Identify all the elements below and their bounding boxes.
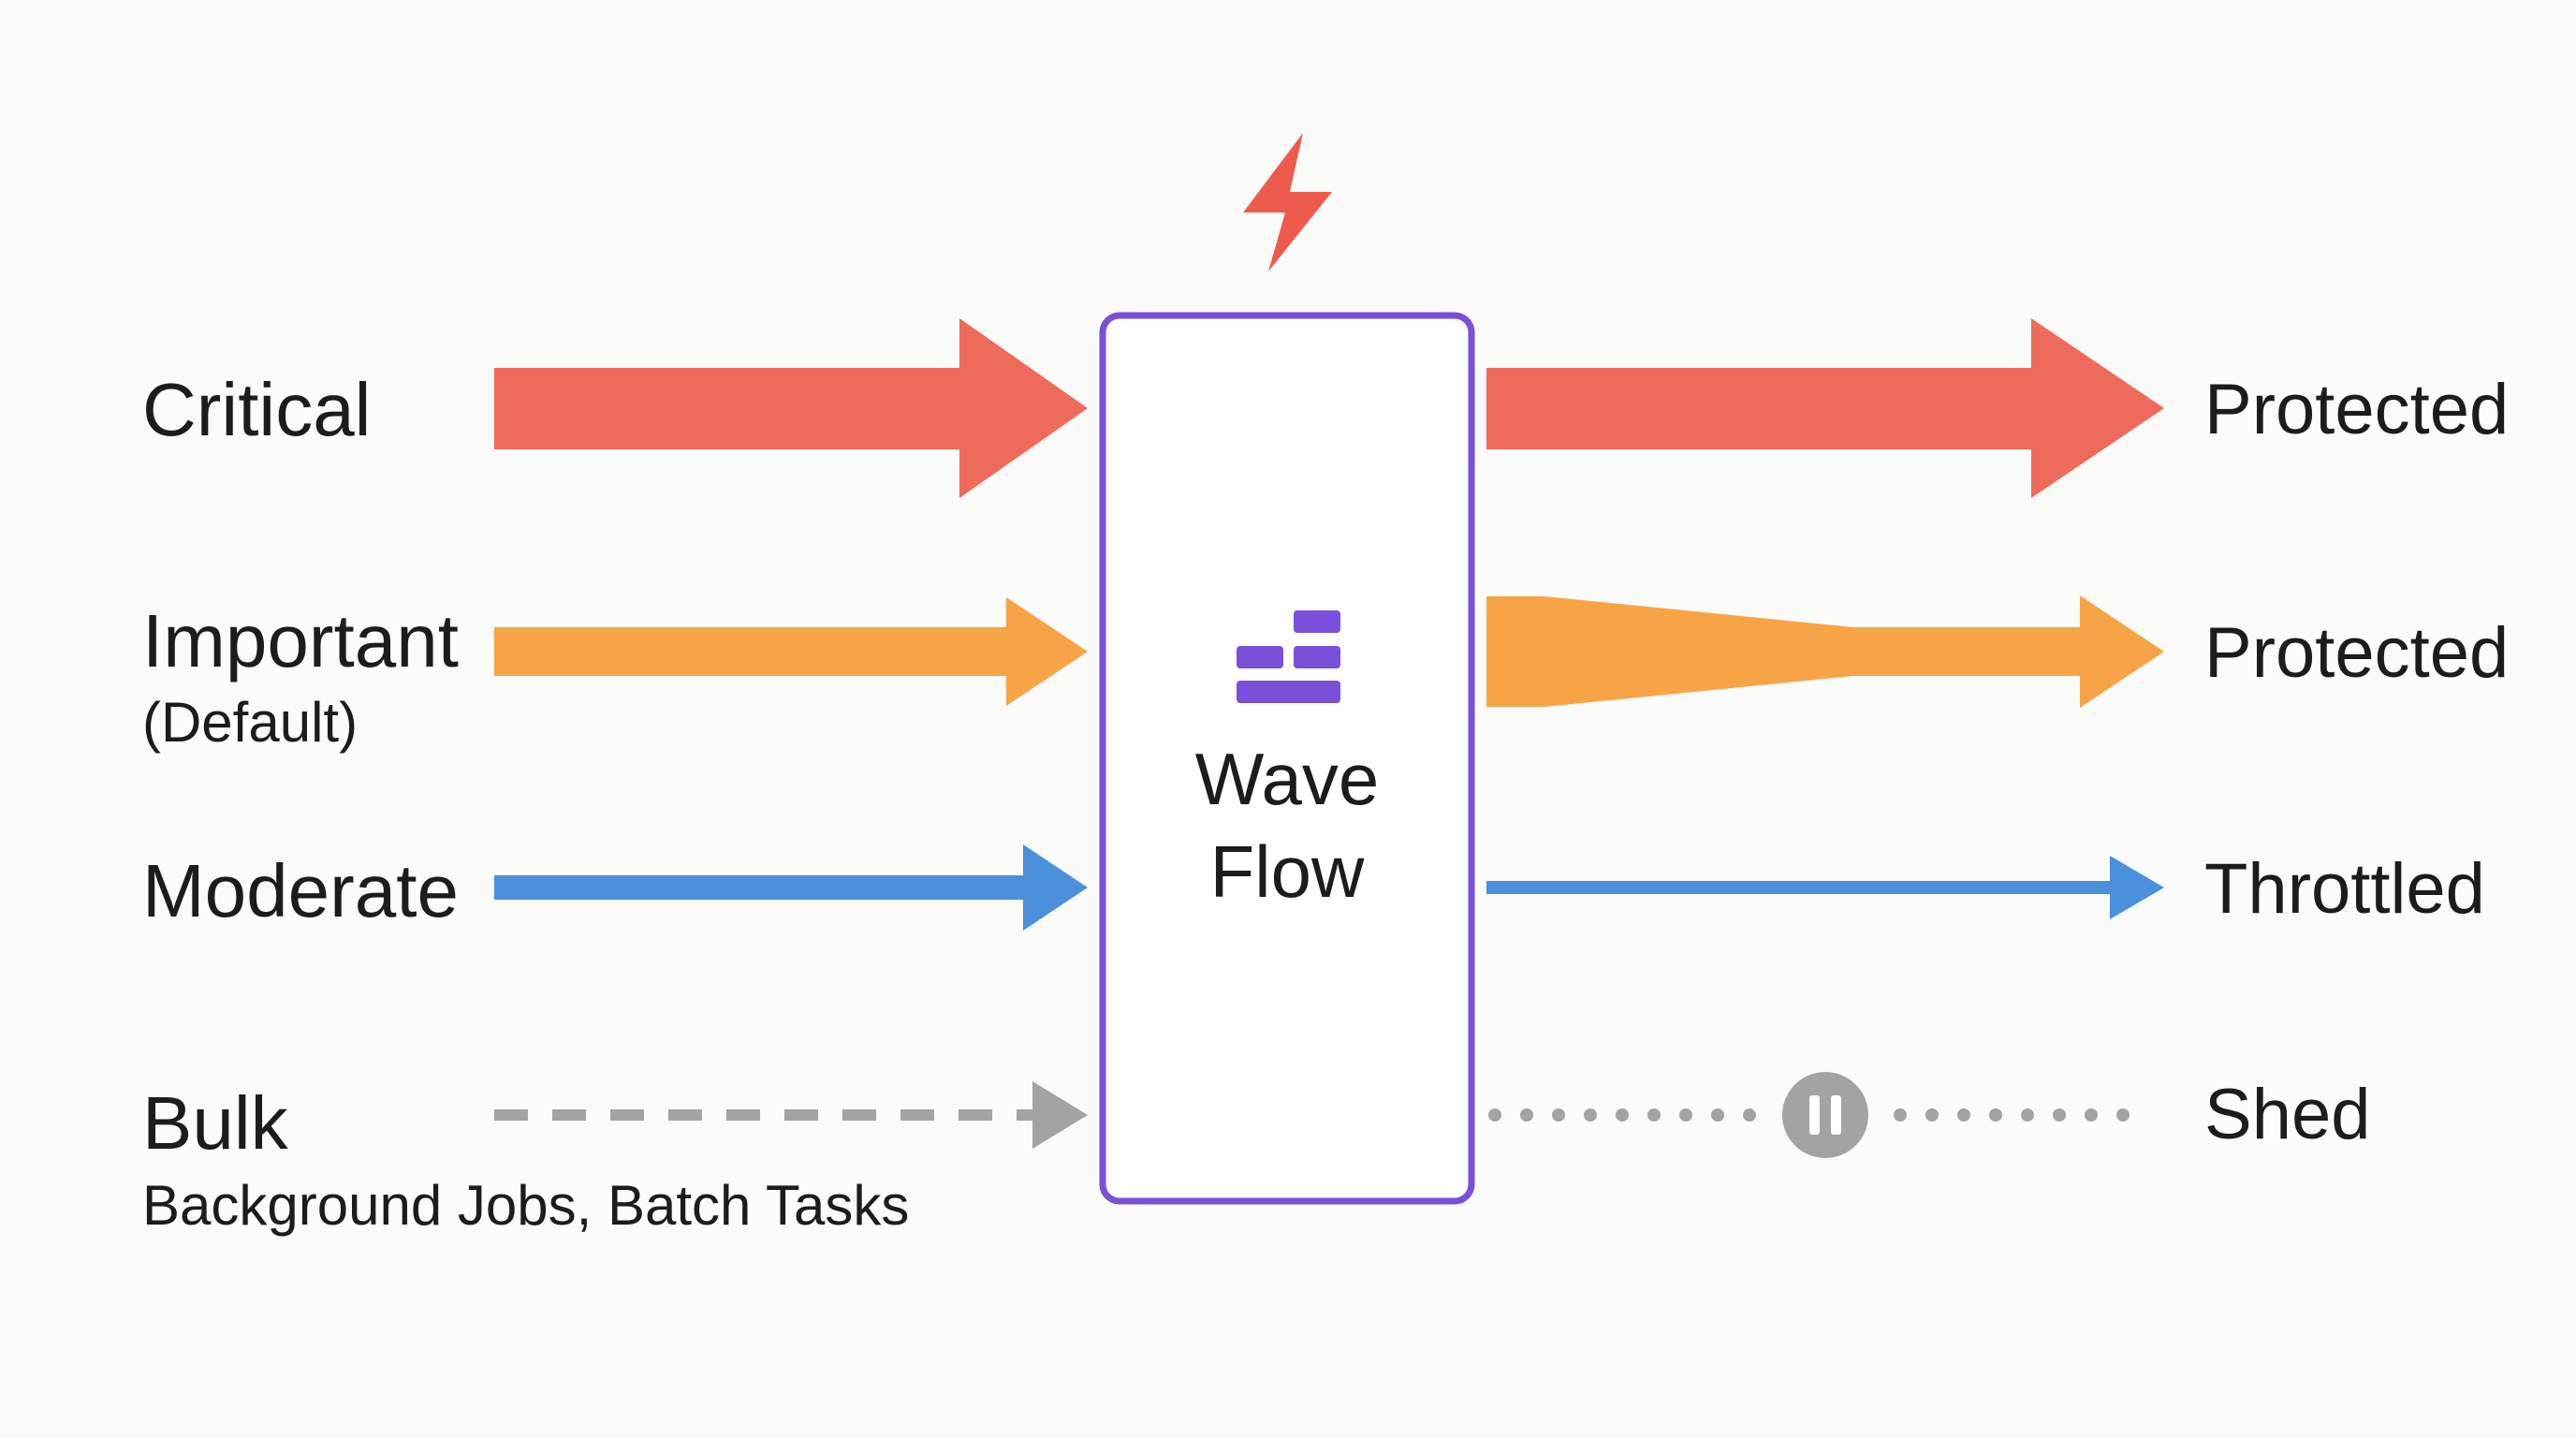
input-label-important: Important (142, 599, 459, 682)
lightning-bolt-icon (1243, 133, 1332, 271)
input-sublabel-important: (Default) (142, 691, 359, 754)
center-label-line2: Flow (1209, 830, 1365, 913)
output-label-bulk: Shed (2204, 1075, 2371, 1154)
important-output-tapered-arrow (1486, 595, 2164, 708)
bulk-input-arrowhead (1032, 1081, 1088, 1149)
output-label-critical: Protected (2204, 370, 2510, 449)
wave-flow-box (1099, 312, 1475, 1205)
pause-icon (1782, 1072, 1868, 1158)
output-label-important: Protected (2204, 613, 2510, 693)
center-label-line1: Wave (1194, 738, 1380, 820)
output-label-moderate: Throttled (2204, 849, 2485, 929)
critical-input-arrow (494, 318, 1088, 498)
stacked-bars-icon (1237, 610, 1340, 703)
input-label-moderate: Moderate (142, 849, 459, 932)
critical-output-arrow (1486, 318, 2164, 498)
moderate-output-arrow (1486, 856, 2164, 919)
input-label-critical: Critical (142, 368, 372, 451)
moderate-input-arrow (494, 844, 1088, 931)
important-input-arrow (494, 597, 1088, 706)
input-sublabel-bulk: Background Jobs, Batch Tasks (142, 1174, 910, 1237)
input-label-bulk: Bulk (142, 1081, 288, 1165)
